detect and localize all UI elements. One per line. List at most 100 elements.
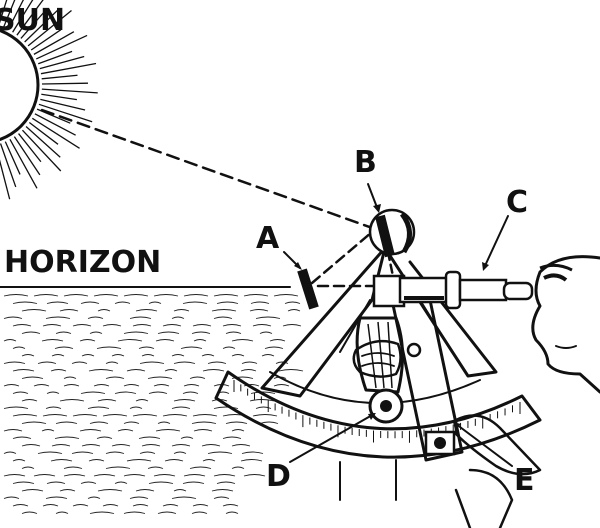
sun-ray [41, 88, 98, 94]
sea-wave [93, 384, 110, 387]
sea-wave [41, 339, 64, 342]
sun-ray [41, 93, 77, 101]
sea-wave [259, 331, 273, 334]
pointer-d [289, 413, 375, 463]
sea-wave [59, 309, 79, 312]
pointer-e-head [453, 422, 461, 430]
sea-wave [141, 354, 155, 357]
sun-ray [25, 126, 61, 158]
sea-wave [240, 459, 263, 462]
sea-wave [273, 384, 290, 387]
sea-wave [139, 361, 165, 364]
sea-wave [201, 444, 221, 447]
sea-wave [171, 406, 191, 409]
sextant-scale-ticks [233, 380, 521, 443]
sea-wave [141, 444, 161, 447]
sun-ray [4, 141, 21, 175]
sea-wave [249, 399, 275, 402]
sea-wave [171, 444, 191, 447]
sun-rays [0, 0, 98, 200]
sea-wave [59, 399, 85, 402]
sea-wave [72, 324, 92, 327]
sea-wave [278, 369, 304, 372]
sea-wave [55, 421, 78, 424]
sea-wave [269, 339, 286, 342]
sea-wave [72, 414, 98, 417]
sea-wave [155, 339, 175, 342]
sea-wave [192, 414, 218, 417]
sea-wave [157, 511, 177, 514]
sea-wave [72, 504, 89, 507]
sea-wave [114, 481, 128, 484]
sea-wave [129, 406, 143, 409]
sea-wave [275, 361, 289, 364]
sea-wave [63, 474, 86, 477]
index-mirror-shading [399, 212, 412, 254]
sea-wave [211, 489, 234, 492]
label-b: B [354, 145, 377, 180]
sea-wave [55, 331, 72, 334]
telescope-ring [444, 270, 462, 310]
sea-wave [102, 414, 128, 417]
sea-wave [42, 324, 62, 327]
sea-wave [162, 504, 179, 507]
sea-wave [3, 384, 20, 387]
sun-ray [7, 0, 24, 31]
sea-wave [63, 466, 83, 469]
sun-ray [9, 138, 38, 189]
sea-wave [123, 331, 149, 334]
callouts: A B C D E [256, 145, 535, 498]
sea-wave [282, 324, 302, 327]
sea-wave [123, 294, 149, 297]
sea-wave [211, 309, 237, 312]
sea-wave [45, 496, 68, 499]
sea-wave [182, 391, 199, 394]
sea-wave [105, 451, 125, 454]
sea-wave [201, 354, 215, 357]
sea-wave [213, 316, 233, 319]
sea-wave [88, 459, 105, 462]
sea-wave [80, 391, 106, 394]
sea-wave [3, 406, 29, 409]
observer-eye [543, 273, 568, 282]
micrometer-drum-center [380, 400, 392, 412]
sea-wave [182, 301, 208, 304]
sea-wave [50, 369, 67, 372]
sun-ray [34, 113, 76, 136]
sea-wave [37, 451, 63, 454]
sea-wave [139, 451, 156, 454]
mirror-path-a-b [310, 230, 374, 285]
pointer-a-head [294, 262, 302, 270]
sea-wave [148, 301, 162, 304]
sea-wave [207, 361, 227, 364]
sea-wave [162, 414, 188, 417]
label-c: C [506, 185, 528, 220]
sea-wave [21, 511, 38, 514]
sea-wave [12, 369, 35, 372]
sea-wave [132, 324, 152, 327]
sea-wave [284, 301, 301, 304]
sea-wave [123, 384, 140, 387]
sea-wave [97, 489, 123, 492]
sea-wave [164, 369, 178, 372]
telescope-tube [458, 278, 508, 302]
sea-wave [191, 511, 208, 514]
sea-wave [21, 331, 41, 334]
sea-wave [207, 451, 233, 454]
sea-wave [3, 294, 29, 297]
sea-wave [45, 406, 62, 409]
sea-wave [81, 444, 101, 447]
sea-waves [3, 294, 304, 514]
hand-knuckles [361, 352, 395, 367]
sun-ray [13, 136, 41, 176]
sea-wave [273, 294, 299, 297]
sea-wave [243, 294, 269, 297]
sea-wave [192, 324, 212, 327]
wrist [339, 459, 397, 501]
sea-wave [213, 474, 236, 477]
sea-wave [123, 511, 146, 514]
sea-wave [87, 496, 101, 499]
sea-wave [148, 481, 174, 484]
sea-wave [89, 511, 115, 514]
sea-wave [41, 429, 55, 432]
